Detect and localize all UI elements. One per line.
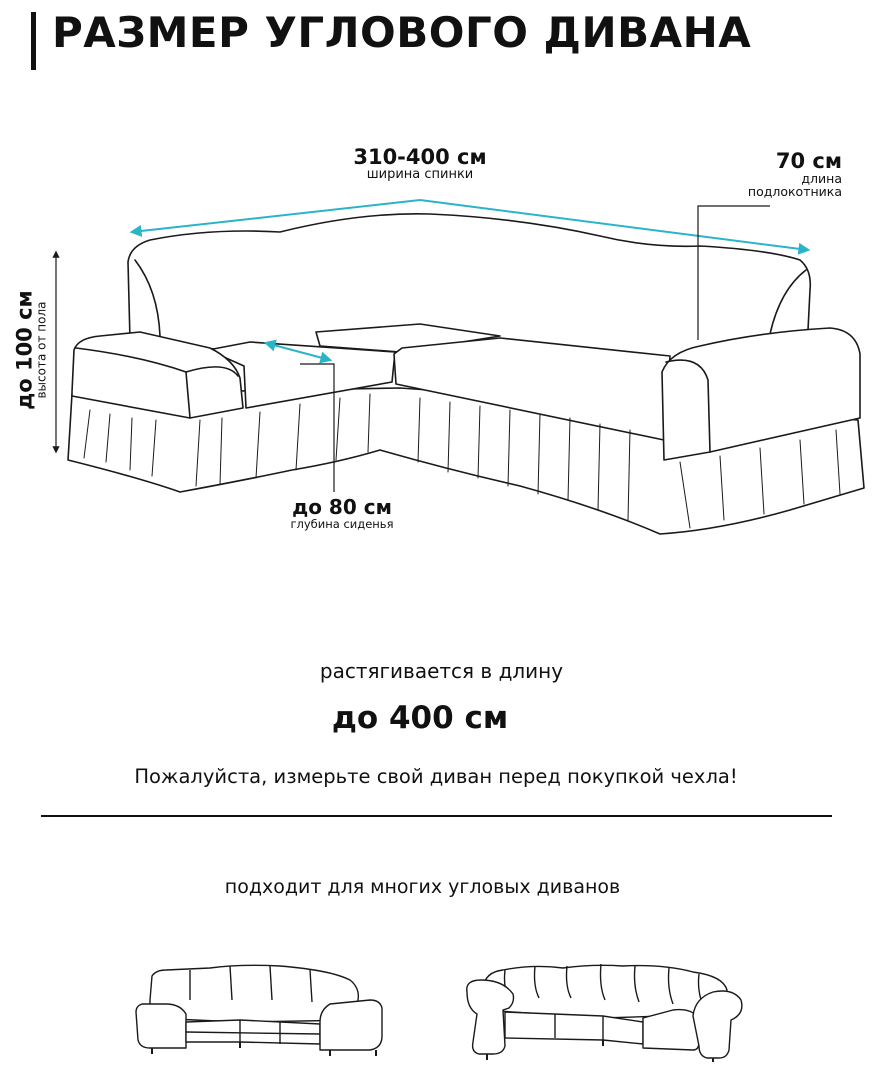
seat-depth-leader-line: [300, 363, 335, 492]
max-length-value: до 400 см: [331, 700, 509, 736]
height-caption: высота от пола: [34, 301, 49, 399]
compatibility-text: подходит для многих угловых диванов: [224, 876, 621, 898]
title-accent-bar: [31, 12, 36, 70]
corner-sofa-cover-illustration: [52, 199, 865, 535]
sofa-back: [127, 213, 812, 373]
armrest-length-caption-line1: длина: [801, 171, 842, 187]
height-label: до 100 см высота от пола: [12, 290, 49, 410]
divider-line: [41, 815, 832, 817]
stretch-text: растягивается в длину: [319, 659, 564, 683]
back-width-label: 310-400 см ширина спинки: [330, 146, 510, 182]
seat-depth-arrow: [263, 339, 333, 364]
armrest-length-value: 70 см: [775, 149, 842, 173]
angular-corner-sofa-icon: [135, 964, 383, 1056]
rounded-corner-sofa-icon: [466, 963, 743, 1062]
seat-cushion-right: [393, 337, 671, 441]
back-width-value: 310-400 см: [353, 145, 487, 169]
height-value: до 100 см: [12, 290, 37, 410]
back-width-arrow-left: [129, 199, 421, 237]
seat-depth-value: до 80 см: [292, 495, 392, 519]
seat-depth-caption: глубина сиденья: [290, 517, 394, 531]
armrest-leader-line: [697, 205, 770, 340]
page-title: РАЗМЕР УГЛОВОГО ДИВАНА: [52, 8, 752, 57]
seat-depth-label: до 80 см глубина сиденья: [270, 495, 414, 531]
armrest-length-label: 70 см длина подлокотника: [690, 150, 842, 198]
measure-notice: Пожалуйста, измерьте свой диван перед по…: [134, 765, 738, 788]
armrest-right: [661, 327, 861, 461]
armrest-length-caption-line2: подлокотника: [747, 184, 842, 200]
back-width-arrow-right: [419, 199, 811, 255]
seat-cushion-left: [207, 341, 396, 409]
back-width-caption: ширина спинки: [366, 167, 474, 183]
